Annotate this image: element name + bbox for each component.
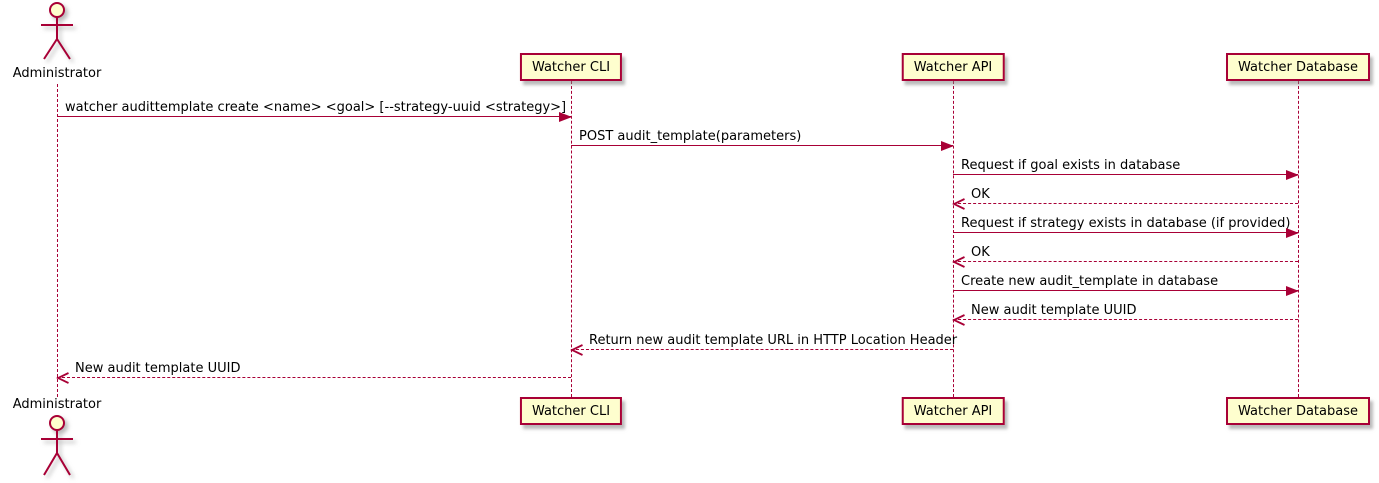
- message-line: [953, 232, 1298, 233]
- message-text: New audit template UUID: [971, 303, 1137, 318]
- participant-label: Watcher Database: [1238, 403, 1358, 419]
- message-text: Request if goal exists in database: [961, 158, 1181, 173]
- participant-label: Watcher CLI: [531, 403, 611, 419]
- message-7: Create new audit_template in database: [953, 272, 1299, 296]
- message-line: [953, 203, 1298, 204]
- message-3: Request if goal exists in database: [953, 156, 1299, 180]
- arrowhead-right-icon: [559, 112, 572, 122]
- message-text: OK: [971, 245, 990, 260]
- arrowhead-right-icon: [1286, 170, 1299, 180]
- message-line: [571, 349, 953, 350]
- message-line: [57, 116, 571, 117]
- participant-label: Watcher CLI: [531, 59, 611, 75]
- arrowhead-left-icon: [952, 314, 965, 326]
- message-line: [953, 261, 1298, 262]
- administrator-label-top: Administrator: [12, 66, 102, 81]
- message-line: [57, 377, 571, 378]
- participant-watcher-cli-bottom: Watcher CLI: [519, 397, 623, 425]
- participant-watcher-api-top: Watcher API: [901, 53, 1005, 81]
- message-text: OK: [971, 187, 990, 202]
- message-5: Request if strategy exists in database (…: [953, 214, 1299, 238]
- message-1: watcher audittemplate create <name> <goa…: [57, 98, 572, 122]
- participant-label: Watcher API: [913, 403, 993, 419]
- lifeline-watcher-cli: [570, 81, 572, 397]
- participant-watcher-database-top: Watcher Database: [1226, 53, 1370, 81]
- administrator-label-bottom: Administrator: [12, 397, 102, 412]
- participant-watcher-api-bottom: Watcher API: [901, 397, 1005, 425]
- message-line: [953, 174, 1298, 175]
- lifeline-watcher-api: [952, 81, 954, 397]
- message-6: OK: [952, 243, 1298, 268]
- administrator-actor-icon: [41, 2, 73, 60]
- participant-label: Watcher API: [913, 59, 993, 75]
- arrowhead-right-icon: [1286, 286, 1299, 296]
- arrowhead-right-icon: [1286, 228, 1299, 238]
- arrowhead-left-icon: [952, 198, 965, 210]
- participant-watcher-database-bottom: Watcher Database: [1226, 397, 1370, 425]
- message-text: watcher audittemplate create <name> <goa…: [65, 100, 567, 115]
- arrowhead-left-icon: [56, 372, 69, 384]
- message-line: [571, 145, 953, 146]
- message-text: New audit template UUID: [75, 361, 241, 376]
- message-9: Return new audit template URL in HTTP Lo…: [570, 331, 957, 356]
- message-line: [953, 319, 1298, 320]
- participant-watcher-cli-top: Watcher CLI: [519, 53, 623, 81]
- arrowhead-right-icon: [941, 141, 954, 151]
- lifeline-administrator: [56, 84, 58, 397]
- message-line: [953, 290, 1298, 291]
- message-10: New audit template UUID: [56, 359, 571, 384]
- arrowhead-left-icon: [570, 344, 583, 356]
- message-text: POST audit_template(parameters): [579, 129, 802, 144]
- message-2: POST audit_template(parameters): [571, 127, 954, 151]
- message-text: Request if strategy exists in database (…: [961, 216, 1291, 231]
- message-text: Create new audit_template in database: [961, 274, 1219, 289]
- administrator-actor-icon: [41, 415, 73, 476]
- message-8: New audit template UUID: [952, 301, 1298, 326]
- participant-label: Watcher Database: [1238, 59, 1358, 75]
- message-4: OK: [952, 185, 1298, 210]
- lifeline-watcher-database: [1297, 81, 1299, 397]
- arrowhead-left-icon: [952, 256, 965, 268]
- message-text: Return new audit template URL in HTTP Lo…: [589, 333, 958, 348]
